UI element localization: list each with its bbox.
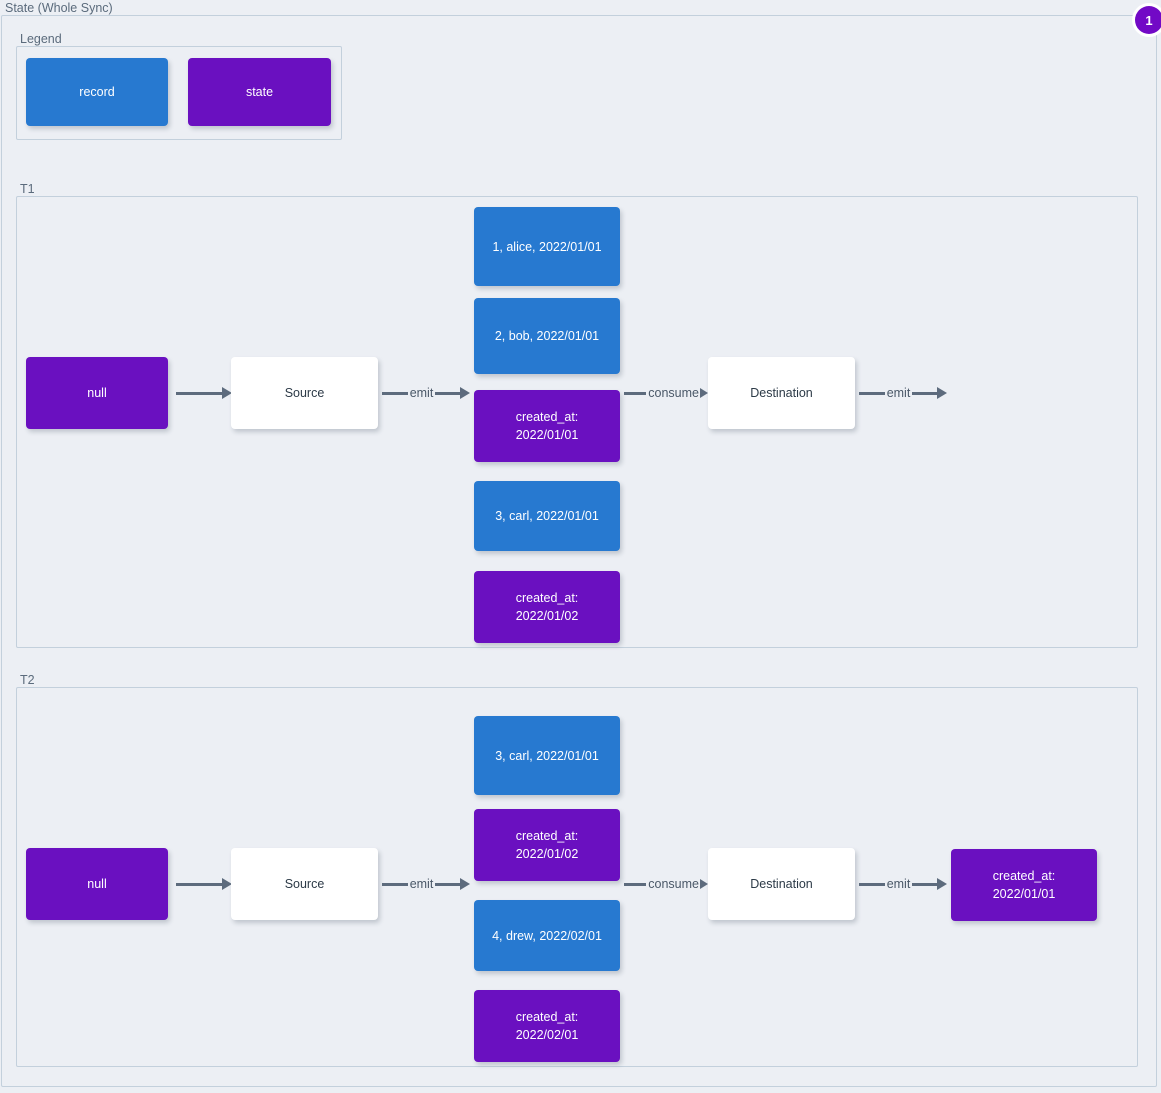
legend-swatch-state: state	[188, 58, 331, 126]
legend-title: Legend	[20, 32, 62, 46]
t2-destination-node: Destination	[708, 848, 855, 920]
t1-stream-item-2: created_at: 2022/01/01	[474, 390, 620, 462]
t2-stream-item-1: created_at: 2022/01/02	[474, 809, 620, 881]
t2-final-state-node: created_at: 2022/01/01	[951, 849, 1097, 921]
diagram-title: State (Whole Sync)	[5, 1, 113, 15]
t1-source-node: Source	[231, 357, 378, 429]
t1-stream-item-1: 2, bob, 2022/01/01	[474, 298, 620, 374]
step-badge-count: 1	[1135, 6, 1161, 34]
t2-stream-item-0: 3, carl, 2022/01/01	[474, 716, 620, 795]
t1-stream-item-4: created_at: 2022/01/02	[474, 571, 620, 643]
transaction-label-t2: T2	[20, 673, 35, 687]
t1-stream-item-0: 1, alice, 2022/01/01	[474, 207, 620, 286]
legend-swatch-record: record	[26, 58, 168, 126]
t1-initial-state-node: null	[26, 357, 168, 429]
t2-initial-state-node: null	[26, 848, 168, 920]
step-badge: 1	[1132, 3, 1161, 37]
transaction-label-t1: T1	[20, 182, 35, 196]
t2-stream-item-2: 4, drew, 2022/02/01	[474, 900, 620, 971]
t1-destination-node: Destination	[708, 357, 855, 429]
t2-source-node: Source	[231, 848, 378, 920]
t1-stream-item-3: 3, carl, 2022/01/01	[474, 481, 620, 551]
t2-stream-item-3: created_at: 2022/02/01	[474, 990, 620, 1062]
